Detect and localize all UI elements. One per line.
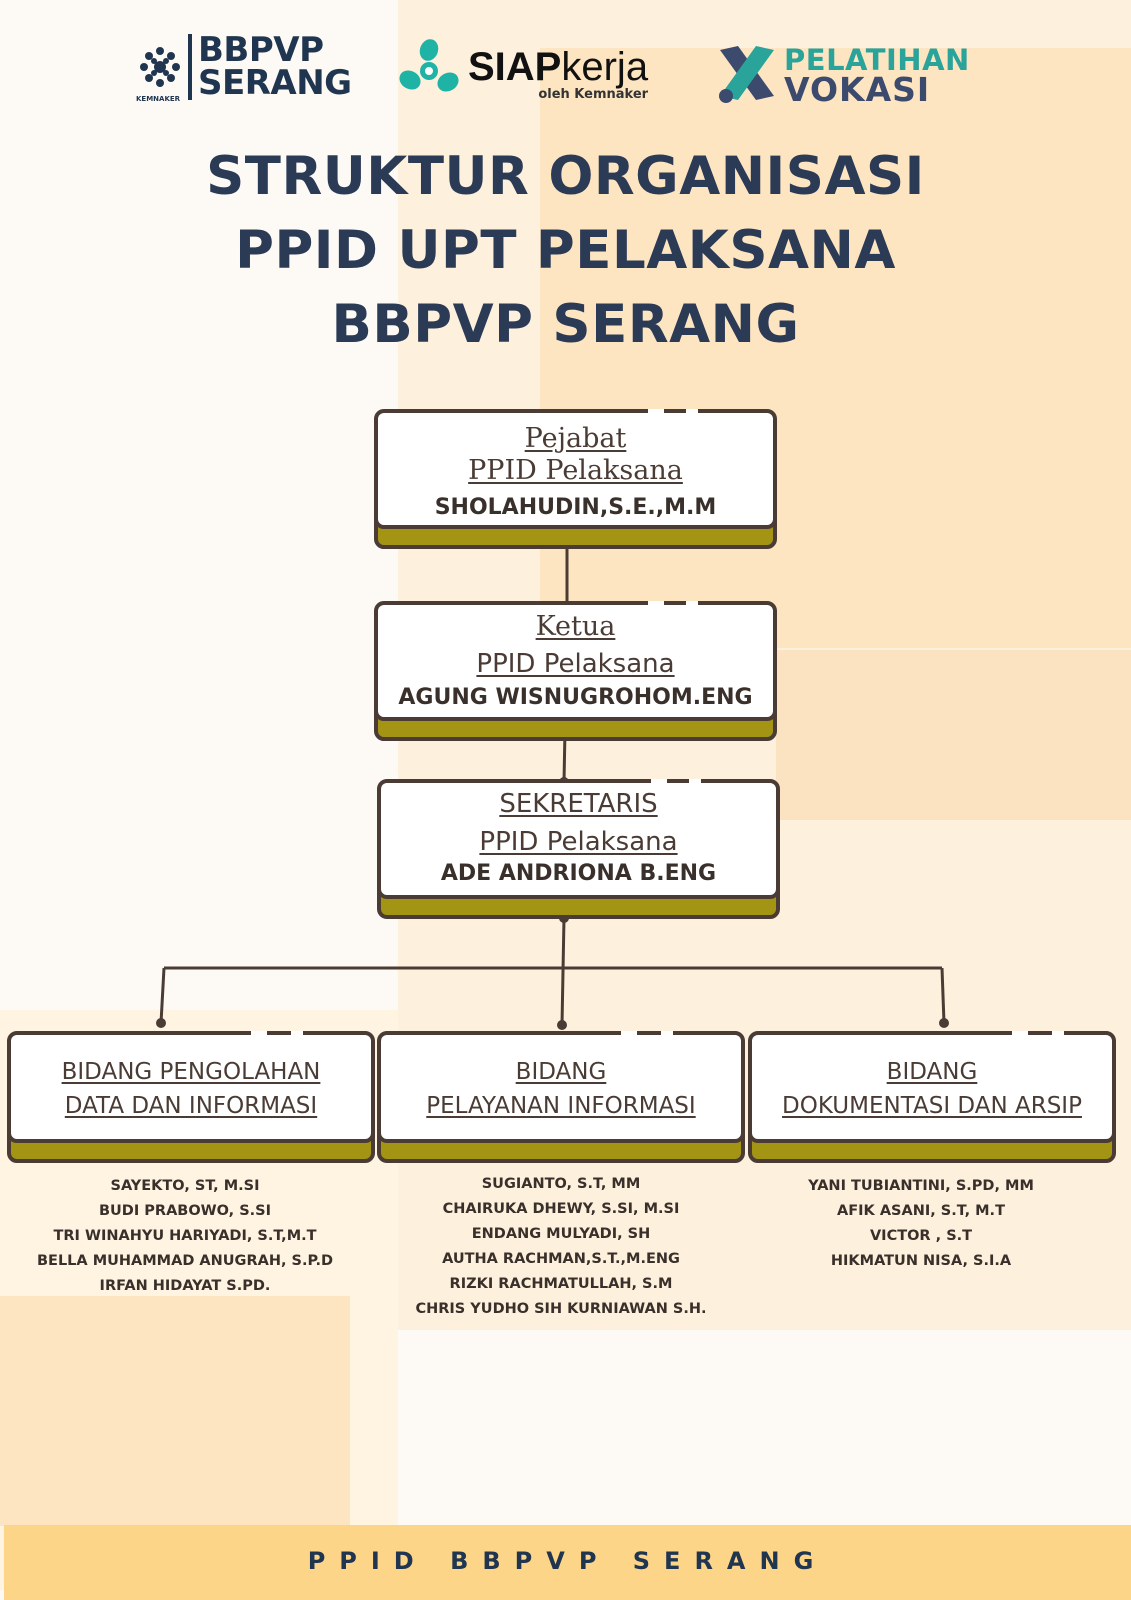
bidang-label: PELAYANAN INFORMASI <box>426 1093 696 1119</box>
title-line: STRUKTUR ORGANISASI <box>206 146 925 207</box>
role-label: SEKRETARIS <box>499 789 658 819</box>
footer-banner: PPID BBPVP SERANG <box>4 1525 1131 1600</box>
siapkerja-logo: SIAPkerja oleh Kemnaker <box>396 38 648 108</box>
title-line: BBPVP SERANG <box>331 294 800 355</box>
bbpvp-logo: KEMNAKER BBPVP SERANG <box>136 30 352 103</box>
role-label: Pejabat <box>524 423 627 454</box>
logo-caption: KEMNAKER <box>136 95 181 103</box>
member-name: CHAIRUKA DHEWY, S.SI, M.SI <box>442 1201 680 1217</box>
person-name: SHOLAHUDIN,S.E.,M.M <box>434 495 717 520</box>
sekretaris-box: SEKRETARIS PPID Pelaksana ADE ANDRIONA B… <box>377 779 780 919</box>
member-list-pelayanan-informasi: SUGIANTO, S.T, MM CHAIRUKA DHEWY, S.SI, … <box>377 1172 745 1322</box>
member-name: SUGIANTO, S.T, MM <box>481 1176 641 1192</box>
member-name: BELLA MUHAMMAD ANUGRAH, S.P.D <box>36 1253 333 1269</box>
vokasi-x-mark-icon <box>712 38 782 112</box>
ketua-box: Ketua PPID Pelaksana AGUNG WISNUGROHOM.E… <box>374 601 777 741</box>
page-title: STRUKTUR ORGANISASI PPID UPT PELAKSANA B… <box>0 140 1131 362</box>
person-name: AGUNG WISNUGROHOM.ENG <box>398 685 753 710</box>
logo-text: kerja <box>561 44 649 89</box>
member-name: SAYEKTO, ST, M.SI <box>110 1178 260 1194</box>
bidang-label: BIDANG <box>515 1059 607 1085</box>
logo-text: PELATIHAN <box>784 43 970 77</box>
background-panel <box>0 1296 350 1526</box>
pejabat-box: Pejabat PPID Pelaksana SHOLAHUDIN,S.E.,M… <box>374 409 777 549</box>
member-name: AUTHA RACHMAN,S.T.,M.ENG <box>442 1251 680 1267</box>
bidang-label: DATA DAN INFORMASI <box>64 1093 318 1119</box>
member-list-dokumentasi-arsip: YANI TUBIANTINI, S.PD, MM AFIK ASANI, S.… <box>737 1174 1105 1274</box>
bidang-box-pengolahan-data: BIDANG PENGOLAHAN DATA DAN INFORMASI <box>7 1031 375 1163</box>
title-line: PPID UPT PELAKSANA <box>235 220 896 281</box>
siapkerja-mark-icon <box>396 38 462 108</box>
member-name: BUDI PRABOWO, S.SI <box>98 1203 272 1219</box>
member-list-pengolahan-data: SAYEKTO, ST, M.SI BUDI PRABOWO, S.SI TRI… <box>7 1174 363 1299</box>
member-name: ENDANG MULYADI, SH <box>471 1226 651 1242</box>
member-name: YANI TUBIANTINI, S.PD, MM <box>808 1178 1034 1194</box>
role-label: PPID Pelaksana <box>479 827 678 857</box>
bidang-box-pelayanan-informasi: BIDANG PELAYANAN INFORMASI <box>377 1031 745 1163</box>
member-name: HIKMATUN NISA, S.I.A <box>830 1253 1012 1269</box>
bidang-label: DOKUMENTASI DAN ARSIP <box>782 1093 1082 1119</box>
member-name: CHRIS YUDHO SIH KURNIAWAN S.H. <box>415 1301 707 1317</box>
person-name: ADE ANDRIONA B.ENG <box>440 861 717 886</box>
role-label: PPID Pelaksana <box>476 649 675 679</box>
bidang-box-dokumentasi-arsip: BIDANG DOKUMENTASI DAN ARSIP <box>748 1031 1116 1163</box>
member-name: TRI WINAHYU HARIYADI, S.T,M.T <box>53 1228 317 1244</box>
logo-text: VOKASI <box>784 70 931 109</box>
kemnaker-emblem-icon: KEMNAKER <box>136 45 182 103</box>
bidang-label: BIDANG <box>886 1059 978 1085</box>
logo-divider <box>188 34 192 100</box>
logo-subtext: oleh Kemnaker <box>538 86 649 102</box>
logo-text: SIAP <box>468 44 562 89</box>
member-name: RIZKI RACHMATULLAH, S.M <box>449 1276 673 1292</box>
member-name: VICTOR , S.T <box>869 1228 973 1244</box>
logo-text: BBPVP <box>198 30 324 70</box>
background-panel <box>776 650 1131 820</box>
logo-text: SERANG <box>198 63 352 103</box>
bidang-label: BIDANG PENGOLAHAN <box>61 1059 321 1085</box>
role-label: PPID Pelaksana <box>468 455 683 486</box>
member-name: AFIK ASANI, S.T, M.T <box>837 1203 1005 1219</box>
role-label: Ketua <box>535 611 616 642</box>
footer-text: PPID BBPVP SERANG <box>307 1547 828 1575</box>
pelatihan-vokasi-logo: PELATIHAN VOKASI <box>712 38 970 112</box>
member-name: IRFAN HIDAYAT S.PD. <box>99 1278 271 1294</box>
